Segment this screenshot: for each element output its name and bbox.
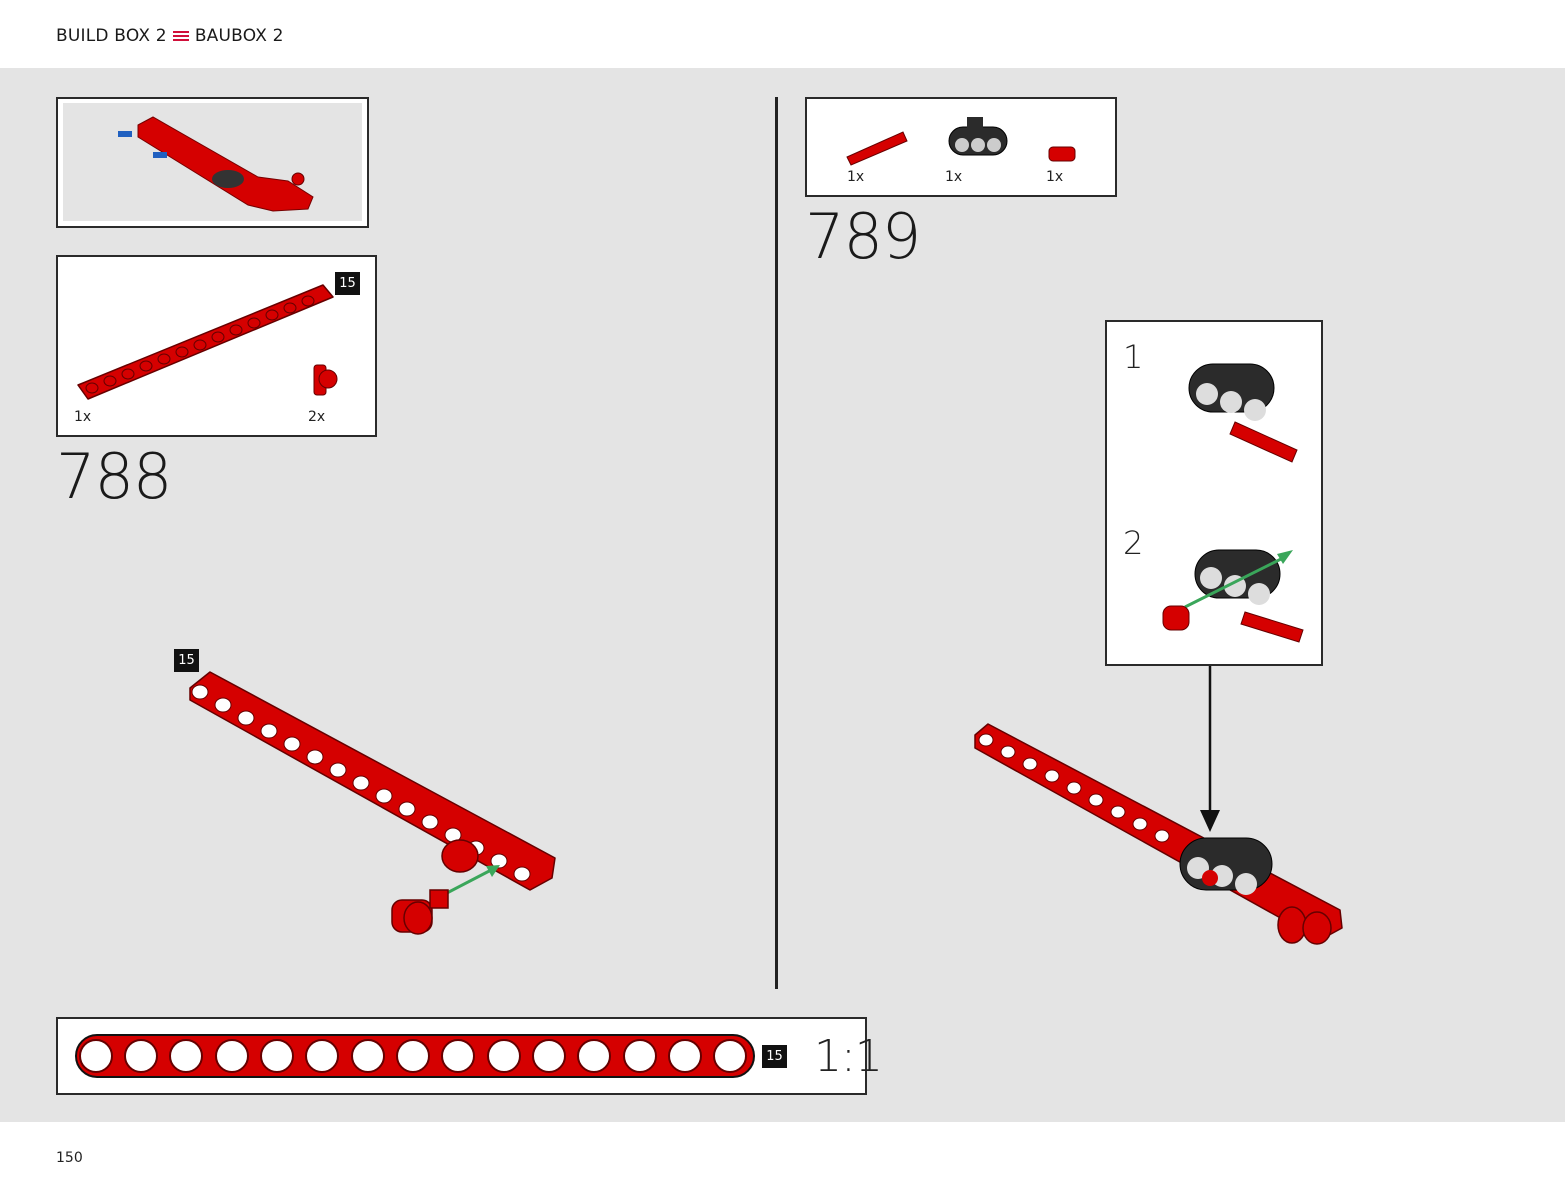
short-pin-part-image [1048, 146, 1076, 162]
scale-reference-box: 15 1:1 [56, 1017, 883, 1095]
substep-number-1: 1 [1123, 338, 1144, 376]
column-divider [775, 97, 778, 989]
part-qty-short-pin: 1x [1046, 169, 1064, 185]
beam-15-part-image [77, 284, 334, 400]
cross-block-part-image [948, 117, 1008, 156]
page-number: 150 [56, 1150, 83, 1166]
substep-2-illustration [1162, 549, 1304, 643]
sub-assembly-box: 1 2 [1105, 320, 1323, 666]
axle-pin-part-image [846, 131, 908, 166]
substep-1-illustration [1188, 363, 1298, 463]
part-qty-pin: 2x [308, 409, 326, 425]
parts-list-789: 1x 1x 1x [805, 97, 1117, 197]
step-789-illustration [974, 666, 1343, 945]
scale-beam-badge: 15 [762, 1045, 787, 1068]
page-header: BUILD BOX 2 BAUBOX 2 [0, 0, 1565, 68]
part-qty-cross-block: 1x [945, 169, 963, 185]
assembly-preview-image [118, 116, 314, 212]
assembly-preview-box [56, 97, 369, 228]
beam-length-badge: 15 [335, 272, 360, 295]
assembly-beam-badge: 15 [174, 649, 199, 672]
substep-number-2: 2 [1123, 524, 1144, 562]
part-qty-beam: 1x [74, 409, 92, 425]
parts-list-788: 15 1x 2x [56, 255, 377, 437]
beam-scale-image [75, 1034, 755, 1078]
pin-part-image [313, 364, 338, 396]
menu-icon [172, 30, 189, 42]
scale-ratio: 1:1 [814, 1031, 883, 1082]
step-number-789: 789 [805, 200, 921, 273]
step-788-illustration [189, 671, 556, 935]
step-number-788: 788 [56, 440, 172, 513]
header-title-en: BUILD BOX 2 [56, 26, 167, 46]
header-title: BUILD BOX 2 BAUBOX 2 [56, 26, 284, 46]
header-title-de: BAUBOX 2 [194, 26, 284, 46]
part-qty-axle-pin: 1x [847, 169, 865, 185]
